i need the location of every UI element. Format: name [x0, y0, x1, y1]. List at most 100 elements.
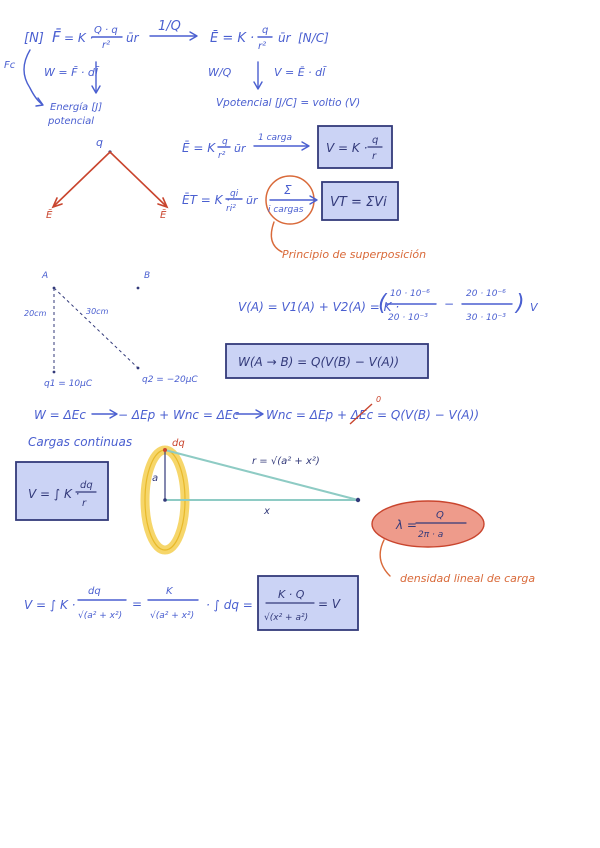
svg-text:1/Q: 1/Q [158, 19, 181, 34]
work-definition: W = F̄ · dl̄ [44, 66, 100, 79]
svg-text:λ =: λ = [395, 518, 417, 532]
svg-text:− ΔEp + Wnc = ΔEc: − ΔEp + Wnc = ΔEc [118, 408, 240, 422]
svg-text:ūr: ūr [234, 142, 247, 155]
svg-text:A: A [41, 271, 48, 281]
svg-text:x: x [263, 506, 270, 517]
svg-text:Ē: Ē [160, 208, 167, 221]
svg-text:Q: Q [436, 510, 444, 521]
svg-text:20 · 10⁻⁶: 20 · 10⁻⁶ [466, 289, 506, 299]
svg-text:a: a [152, 473, 158, 484]
coulomb-force-equation: [N] F̄ = K · Q · q r² ūr [24, 25, 140, 51]
linear-density-ellipse: λ = Q 2π · a [371, 500, 485, 548]
single-charge-potential-box: V = K · q r [317, 125, 393, 169]
svg-text:Ē: Ē [46, 208, 53, 221]
svg-text:W(A → B) = Q(V(B) − V(A)): W(A → B) = Q(V(B) − V(A)) [238, 355, 399, 369]
superposition-arrow: Σ i cargas [265, 175, 318, 225]
svg-text:Q · q: Q · q [94, 25, 118, 36]
superposition-label: Principio de superposición [282, 248, 426, 261]
svg-text:Wnc = ΔEp + ΔEc = Q(V(B) − V(A: Wnc = ΔEp + ΔEc = Q(V(B) − V(A)) [266, 408, 479, 422]
charged-ring-diagram: dq r = √(a² + x²) a x [140, 438, 361, 555]
svg-text:q1 = 10μC: q1 = 10μC [44, 379, 93, 389]
svg-text:r²: r² [258, 41, 266, 52]
svg-text:q2 = −20μC: q2 = −20μC [142, 375, 198, 385]
total-potential-box: VT = ΣVi [321, 181, 399, 221]
work-over-q: W/Q [208, 66, 232, 79]
svg-text:V = ∫ K ·: V = ∫ K · [24, 598, 75, 612]
svg-text:V = ∫ K ·: V = ∫ K · [28, 487, 79, 501]
work-energy-line: W = ΔEc − ΔEp + Wnc = ΔEc Wnc = ΔEp + ΔE… [34, 395, 479, 425]
potential-definition: V = Ē · dl̄ [274, 66, 327, 79]
svg-text:V(A) = V1(A) + V2(A) = K ·: V(A) = V1(A) + V2(A) = K · [238, 300, 399, 314]
svg-text:0: 0 [376, 395, 381, 404]
final-result-box: K · Q √(x² + a²) = V [257, 575, 359, 631]
superposition-pointer [270, 221, 283, 253]
svg-text:= V: = V [318, 597, 341, 611]
continuous-potential-box: V = ∫ K · dq r [15, 461, 109, 521]
svg-text:K: K [166, 586, 174, 597]
fc-label: Fc [4, 60, 16, 71]
svg-text:ĒT = K ·: ĒT = K · [182, 193, 230, 207]
svg-text:qi: qi [230, 189, 239, 199]
continuous-charges-title: Cargas continuas [28, 435, 132, 449]
svg-text:dq: dq [88, 586, 101, 597]
total-field-equation: ĒT = K · qi ri² ūr [182, 189, 259, 214]
svg-text:√(a² + x²): √(a² + x²) [78, 610, 122, 621]
svg-text:r = √(a² + x²): r = √(a² + x²) [252, 456, 320, 467]
svg-text:B: B [144, 271, 150, 281]
svg-text:2π · a: 2π · a [418, 530, 443, 540]
two-charge-geometry: A B 20cm 30cm q1 = 10μC q2 = −20μC [24, 271, 198, 389]
single-charge-field: Ē = K q r² ūr 1 carga [182, 133, 310, 161]
svg-text:V = K ·: V = K · [326, 141, 367, 155]
svg-text:): ) [514, 291, 525, 316]
density-label: densidad lineal de carga [400, 572, 535, 585]
energia-line-2: potencial [47, 116, 94, 127]
svg-text:r²: r² [102, 40, 110, 51]
svg-text:r: r [372, 151, 377, 162]
svg-text:i cargas: i cargas [268, 205, 304, 215]
svg-text:W = ΔEc: W = ΔEc [34, 408, 86, 422]
fc-curve-arrow [23, 49, 43, 105]
divide-by-q-arrow: 1/Q [149, 19, 198, 41]
svg-text:q: q [222, 137, 228, 147]
svg-text:r²: r² [218, 151, 226, 161]
svg-text:q: q [372, 135, 378, 146]
svg-text:(: ( [378, 291, 388, 316]
svg-text:VT = ΣVi: VT = ΣVi [330, 195, 387, 210]
svg-text:√(a² + x²): √(a² + x²) [150, 610, 194, 621]
svg-text:20 · 10⁻³: 20 · 10⁻³ [388, 313, 428, 323]
svg-text:ri²: ri² [226, 204, 236, 214]
energia-line-1: Energía [J] [50, 101, 102, 113]
density-pointer [379, 539, 391, 577]
svg-text:Σ: Σ [284, 183, 292, 197]
svg-text:[N]: [N] [24, 31, 44, 46]
svg-text:q: q [96, 136, 103, 149]
svg-text:ūr: ūr [278, 31, 292, 45]
charge-field-diagram: q Ē Ē [46, 136, 169, 221]
svg-text:ūr: ūr [246, 194, 259, 207]
potential-at-a-equation: V(A) = V1(A) + V2(A) = K · ( 10 · 10⁻⁶ 2… [238, 289, 539, 323]
svg-text:= K ·: = K · [64, 31, 93, 45]
work-a-to-b-box: W(A → B) = Q(V(B) − V(A)) [225, 343, 429, 379]
svg-text:V: V [530, 301, 539, 314]
svg-text:F̄: F̄ [52, 27, 61, 46]
svg-text:Ē = K ·: Ē = K · [210, 31, 254, 46]
svg-text:−: − [444, 297, 454, 311]
svg-text:10 · 10⁻⁶: 10 · 10⁻⁶ [390, 289, 430, 299]
svg-text:r: r [82, 498, 87, 509]
svg-text:√(x² + a²): √(x² + a²) [264, 612, 308, 623]
svg-text:dq: dq [80, 480, 93, 491]
svg-text:· ∫ dq =: · ∫ dq = [206, 598, 253, 612]
svg-text:[N/C]: [N/C] [298, 31, 329, 45]
final-integral-equation: V = ∫ K · dq √(a² + x²) = K √(a² + x²) ·… [24, 586, 253, 621]
svg-text:Ē = K: Ē = K [182, 141, 216, 155]
svg-text:ūr: ūr [126, 31, 140, 45]
svg-text:30 · 10⁻³: 30 · 10⁻³ [466, 313, 506, 323]
svg-text:=: = [132, 597, 142, 611]
svg-text:1 carga: 1 carga [258, 133, 292, 143]
electric-field-equation: Ē = K · q r² ūr [N/C] [210, 25, 329, 52]
svg-text:K · Q: K · Q [278, 588, 305, 601]
vpotencial-units: Vpotencial [J/C] = voltio (V) [216, 97, 360, 109]
svg-text:30cm: 30cm [86, 307, 109, 316]
svg-text:dq: dq [172, 438, 185, 449]
